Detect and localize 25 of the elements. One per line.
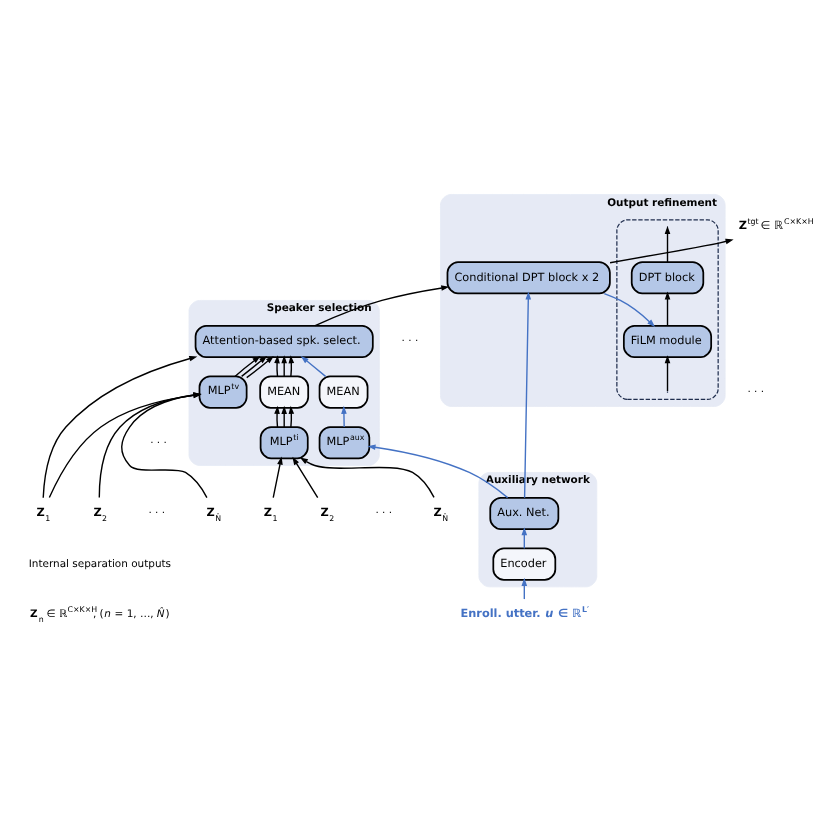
arrow <box>341 404 347 427</box>
arrow <box>300 354 327 377</box>
arrow <box>523 290 532 498</box>
arrow <box>314 284 450 326</box>
cluster <box>616 218 719 400</box>
arrow <box>609 237 734 263</box>
arrow <box>246 354 274 378</box>
arrow <box>281 354 287 377</box>
arrow <box>48 391 202 498</box>
arrow <box>367 443 509 498</box>
arrow <box>274 404 280 427</box>
arrow <box>240 355 268 377</box>
arrow <box>272 455 283 498</box>
arrow <box>292 455 319 498</box>
arrow <box>121 391 208 498</box>
arrow <box>274 354 280 377</box>
arrow <box>234 355 261 377</box>
arrow <box>288 404 295 427</box>
arrow <box>42 354 198 498</box>
arrow <box>603 291 656 327</box>
arrow <box>281 404 287 427</box>
arrow <box>98 391 202 498</box>
arrow <box>299 456 435 498</box>
arrow <box>664 354 671 391</box>
arrow <box>664 290 671 326</box>
